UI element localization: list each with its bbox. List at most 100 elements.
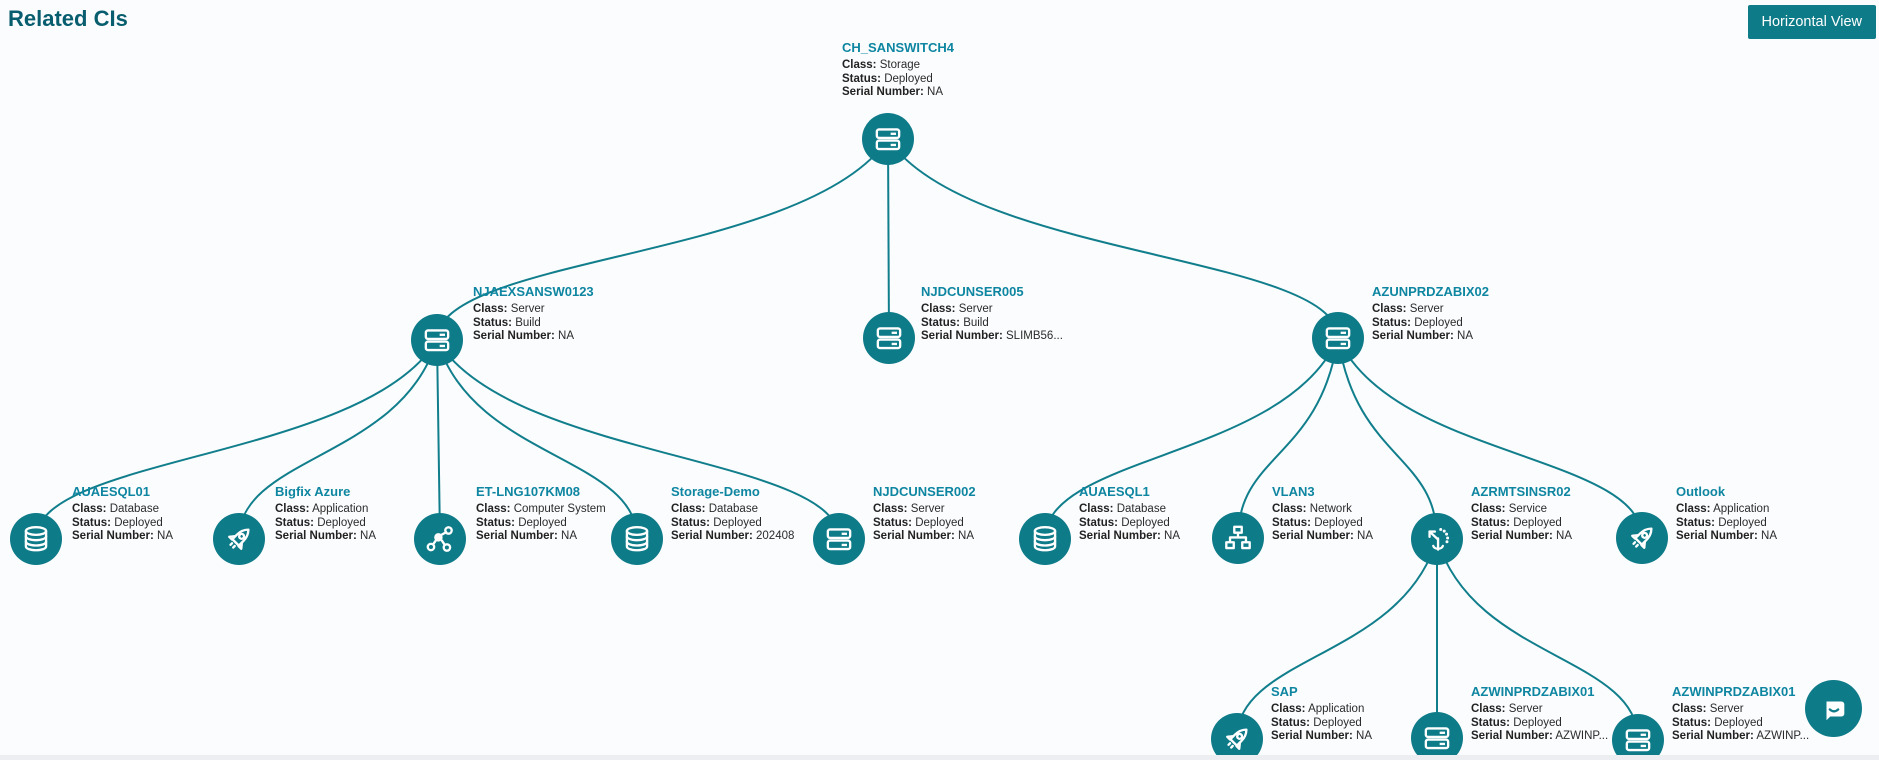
ci-serial-line: Serial Number: AZWINP... <box>1471 730 1609 742</box>
edge-azunprdzabix02-to-vlan3 <box>1237 337 1339 539</box>
ci-serial-line: Serial Number: NA <box>842 86 943 98</box>
edge-njaexsansw0123-to-auaesql01 <box>35 339 438 540</box>
rocket-icon <box>228 528 250 550</box>
ci-name[interactable]: AUAESQL1 <box>1079 484 1150 499</box>
ci-class-line: Class: Service <box>1471 503 1548 515</box>
ci-node-njdcunser002[interactable] <box>813 513 865 565</box>
ci-serial-line: Serial Number: 202408 <box>671 530 795 542</box>
ci-name[interactable]: SAP <box>1271 684 1298 699</box>
database-icon <box>24 526 48 552</box>
ci-serial-line: Serial Number: NA <box>873 530 974 542</box>
ci-serial-line: Serial Number: NA <box>1676 530 1777 542</box>
ci-node-ch_sanswitch4[interactable] <box>862 113 914 165</box>
rocket-icon <box>1226 728 1248 750</box>
ci-node-auaesql01[interactable] <box>10 513 62 565</box>
ci-node-vlan3[interactable] <box>1212 512 1264 564</box>
ci-node-azwinprdzabix01_a[interactable] <box>1411 712 1463 760</box>
server-icon <box>875 128 901 151</box>
ci-serial-line: Serial Number: NA <box>1272 530 1373 542</box>
rocket-icon <box>1631 527 1653 549</box>
edge-azunprdzabix02-to-azrmtsinsr02 <box>1337 337 1438 540</box>
database-icon <box>1033 526 1057 552</box>
ci-name[interactable]: Storage-Demo <box>671 484 760 499</box>
ci-name[interactable]: NJAEXSANSW0123 <box>473 284 594 299</box>
ci-name[interactable]: VLAN3 <box>1272 484 1315 499</box>
ci-class-line: Class: Application <box>1271 703 1365 715</box>
ci-class-line: Class: Database <box>72 503 159 515</box>
ci-node-outlook[interactable] <box>1616 512 1668 564</box>
ci-name[interactable]: AZWINPRDZABIX01 <box>1471 684 1595 699</box>
ci-serial-line: Serial Number: SLIMB56... <box>921 330 1063 342</box>
ci-status-line: Status: Deployed <box>476 516 567 529</box>
ci-name[interactable]: NJDCUNSER002 <box>873 484 976 499</box>
ci-name[interactable]: AUAESQL01 <box>72 484 151 499</box>
ci-status-line: Status: Build <box>921 316 989 329</box>
service-icon <box>1428 527 1450 551</box>
ci-status-line: Status: Build <box>473 316 541 329</box>
ci-node-et_lng107km08[interactable] <box>414 513 466 565</box>
edge-azrmtsinsr02-to-sap <box>1236 538 1438 740</box>
edge-azrmtsinsr02-to-azwinprdzabix01_b <box>1436 538 1639 741</box>
ci-class-line: Class: Application <box>275 503 369 515</box>
edge-azunprdzabix02-to-auaesql1 <box>1044 337 1339 540</box>
horizontal-scrollbar[interactable] <box>0 755 1879 760</box>
chat-bubble-button[interactable] <box>1805 680 1862 737</box>
ci-status-line: Status: Deployed <box>1271 716 1362 729</box>
ci-status-line: Status: Deployed <box>1372 316 1463 329</box>
ci-name[interactable]: AZWINPRDZABIX01 <box>1672 684 1796 699</box>
ci-status-line: Status: Deployed <box>72 516 163 529</box>
edge-njaexsansw0123-to-bigfix_azure <box>238 339 438 540</box>
ci-class-line: Class: Server <box>1672 703 1744 715</box>
ci-class-line: Class: Server <box>1471 703 1543 715</box>
ci-serial-line: Serial Number: AZWINP... <box>1672 730 1810 742</box>
ci-name[interactable]: ET-LNG107KM08 <box>476 484 581 499</box>
edge-ch_sanswitch4-to-azunprdzabix02 <box>887 138 1339 339</box>
edge-ch_sanswitch4-to-njdcunser005 <box>887 138 890 339</box>
database-icon <box>625 526 649 552</box>
ci-status-line: Status: Deployed <box>1471 516 1562 529</box>
ci-node-bigfix_azure[interactable] <box>213 513 265 565</box>
ci-name[interactable]: CH_SANSWITCH4 <box>842 40 954 55</box>
ci-node-azunprdzabix02[interactable] <box>1312 312 1364 364</box>
ci-status-line: Status: Deployed <box>1471 716 1562 729</box>
ci-serial-line: Serial Number: NA <box>1372 330 1473 342</box>
ci-class-line: Class: Server <box>473 303 545 315</box>
edge-ch_sanswitch4-to-njaexsansw0123 <box>436 138 889 341</box>
ci-node-auaesql1[interactable] <box>1019 513 1071 565</box>
ci-node-storage_demo[interactable] <box>611 513 663 565</box>
molecule-icon <box>426 526 453 552</box>
ci-name[interactable]: Bigfix Azure <box>275 484 351 499</box>
network-icon <box>1225 525 1251 550</box>
ci-status-line: Status: Deployed <box>671 516 762 529</box>
ci-name[interactable]: AZRMTSINSR02 <box>1471 484 1571 499</box>
ci-name[interactable]: AZUNPRDZABIX02 <box>1372 284 1490 299</box>
ci-node-njdcunser005[interactable] <box>863 312 915 364</box>
ci-name[interactable]: NJDCUNSER005 <box>921 284 1024 299</box>
ci-node-azrmtsinsr02[interactable] <box>1411 513 1463 565</box>
ci-name[interactable]: Outlook <box>1676 484 1726 499</box>
ci-node-njaexsansw0123[interactable] <box>411 314 463 366</box>
server-icon <box>1424 727 1450 750</box>
ci-serial-line: Serial Number: NA <box>1471 530 1572 542</box>
ci-node-sap[interactable] <box>1211 713 1263 760</box>
horizontal-view-button[interactable]: Horizontal View <box>1747 5 1876 39</box>
server-icon <box>826 528 852 551</box>
ci-serial-line: Serial Number: NA <box>476 530 577 542</box>
chat-bubble-icon <box>1826 701 1844 720</box>
ci-status-line: Status: Deployed <box>1676 516 1767 529</box>
ci-class-line: Class: Computer System <box>476 503 606 515</box>
ci-node-azwinprdzabix01_b[interactable] <box>1612 714 1664 760</box>
